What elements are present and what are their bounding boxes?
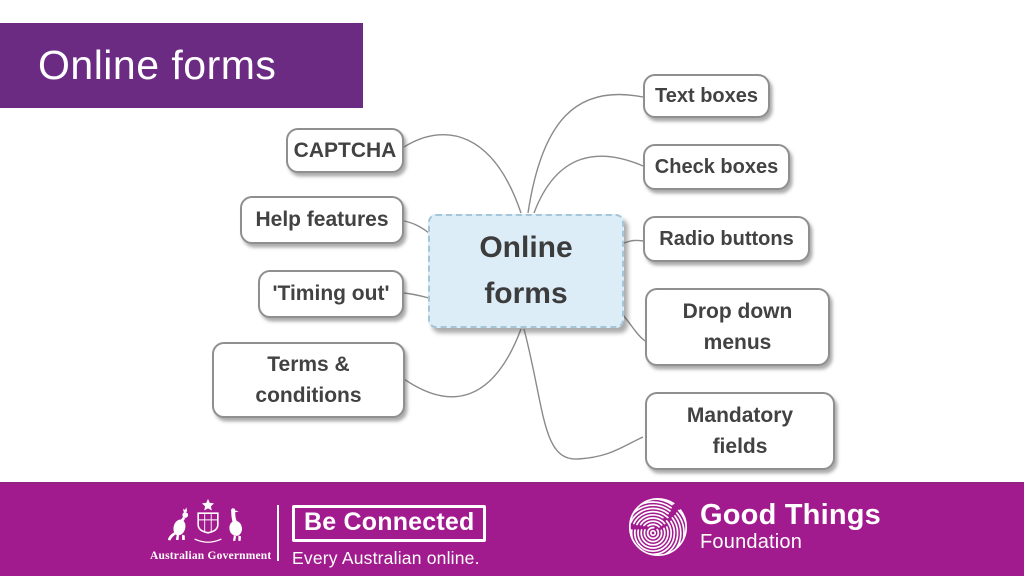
footer: Australian Government Be Connected Every… xyxy=(0,482,1024,576)
connector-check-boxes xyxy=(533,155,644,214)
good-things-subtitle: Foundation xyxy=(700,531,803,553)
good-things-title: Good Things xyxy=(700,499,882,531)
slide-title-bar: Online forms xyxy=(0,23,363,108)
node-timing-out: 'Timing out' xyxy=(258,270,404,318)
node-captcha: CAPTCHA xyxy=(286,128,404,173)
connector-radio-buttons xyxy=(623,239,644,244)
be-connected-logo: Be Connected Every Australian online. xyxy=(292,505,487,569)
australian-government-label: Australian Government xyxy=(150,550,272,562)
footer-divider xyxy=(277,505,279,561)
node-mandatory-fields: Mandatory fields xyxy=(645,392,835,470)
node-check-boxes: Check boxes xyxy=(643,144,790,190)
connector-help-features xyxy=(403,220,430,234)
connector-text-boxes xyxy=(527,93,644,214)
good-things-foundation-logo: Good Things Foundation xyxy=(628,497,881,557)
node-center-online-forms: Online forms xyxy=(428,214,624,328)
connector-mandatory xyxy=(523,328,644,460)
australian-coat-of-arms-icon xyxy=(167,498,242,543)
be-connected-wordmark: Be Connected xyxy=(292,505,487,542)
australian-government-logo: Australian Government xyxy=(150,498,272,562)
connector-timing-out xyxy=(403,292,430,299)
node-help-features: Help features xyxy=(240,196,404,244)
node-terms-conditions: Terms & conditions xyxy=(212,342,405,418)
be-connected-tagline: Every Australian online. xyxy=(292,548,480,568)
node-radio-buttons: Radio buttons xyxy=(643,216,810,262)
connector-drop-down-menus xyxy=(622,314,646,342)
node-drop-down-menus: Drop down menus xyxy=(645,288,830,366)
fingerprint-icon xyxy=(628,497,688,557)
page-title: Online forms xyxy=(38,42,277,88)
connector-captcha xyxy=(403,134,522,214)
connector-terms xyxy=(403,328,522,398)
node-text-boxes: Text boxes xyxy=(643,74,770,118)
